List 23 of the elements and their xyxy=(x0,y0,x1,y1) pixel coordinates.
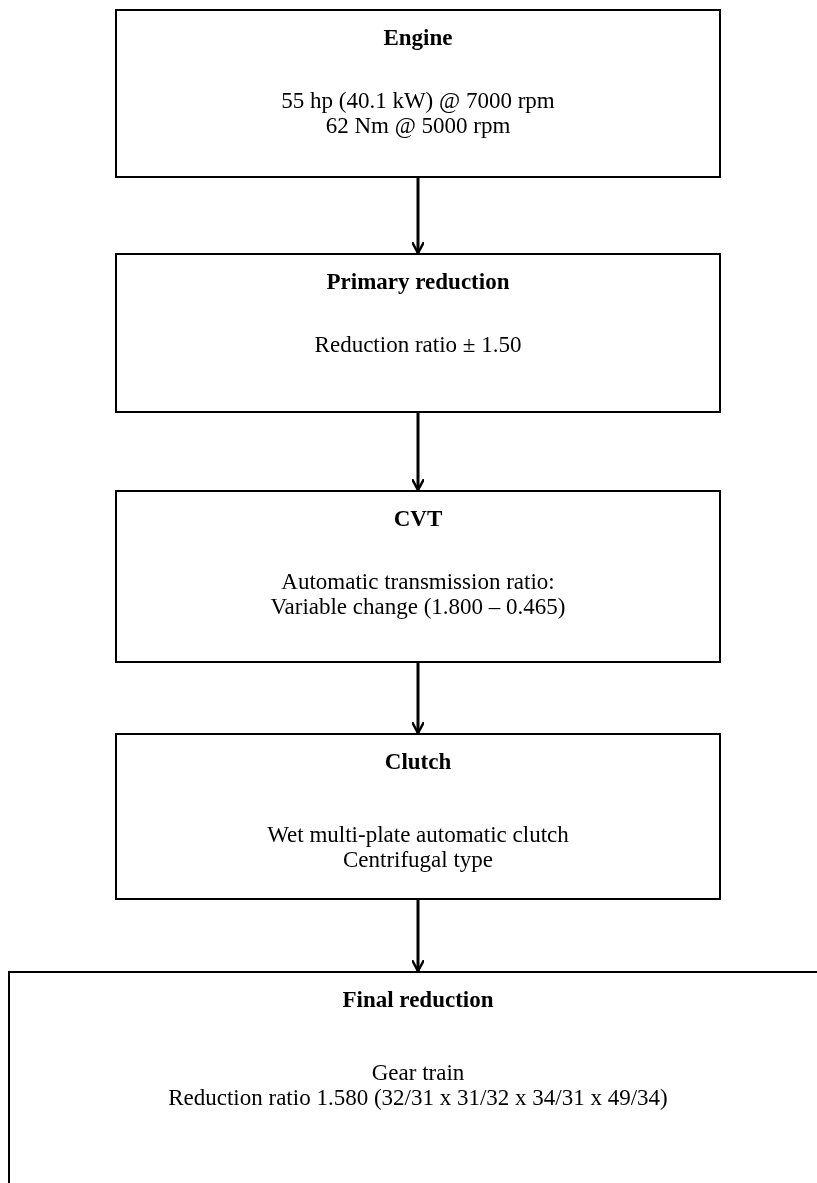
box-heading: Clutch xyxy=(384,749,452,775)
box-text: 55 hp (40.1 kW) @ 7000 rpm xyxy=(281,88,555,114)
box-text: Automatic transmission ratio: xyxy=(281,569,555,595)
process-box xyxy=(115,253,721,413)
box-text: Variable change (1.800 – 0.465) xyxy=(270,594,566,620)
box-text: Gear train xyxy=(371,1060,465,1086)
box-text: 62 Nm @ 5000 rpm xyxy=(325,113,511,139)
process-box xyxy=(115,490,721,663)
box-heading: Primary reduction xyxy=(326,269,510,295)
arrow xyxy=(410,178,426,255)
box-heading: Engine xyxy=(383,25,453,51)
process-box xyxy=(8,971,817,1183)
process-box xyxy=(115,9,721,178)
arrow xyxy=(410,900,426,973)
arrow xyxy=(410,413,426,492)
box-text: Reduction ratio 1.580 (32/31 x 31/32 x 34/31 x 49/34) xyxy=(168,1085,668,1111)
box-text: Reduction ratio ± 1.50 xyxy=(314,332,522,358)
arrow xyxy=(410,663,426,735)
process-box xyxy=(115,733,721,900)
box-heading: CVT xyxy=(393,506,443,532)
box-text: Wet multi-plate automatic clutch xyxy=(267,822,569,848)
box-heading: Final reduction xyxy=(342,987,494,1013)
box-text: Centrifugal type xyxy=(342,847,494,873)
